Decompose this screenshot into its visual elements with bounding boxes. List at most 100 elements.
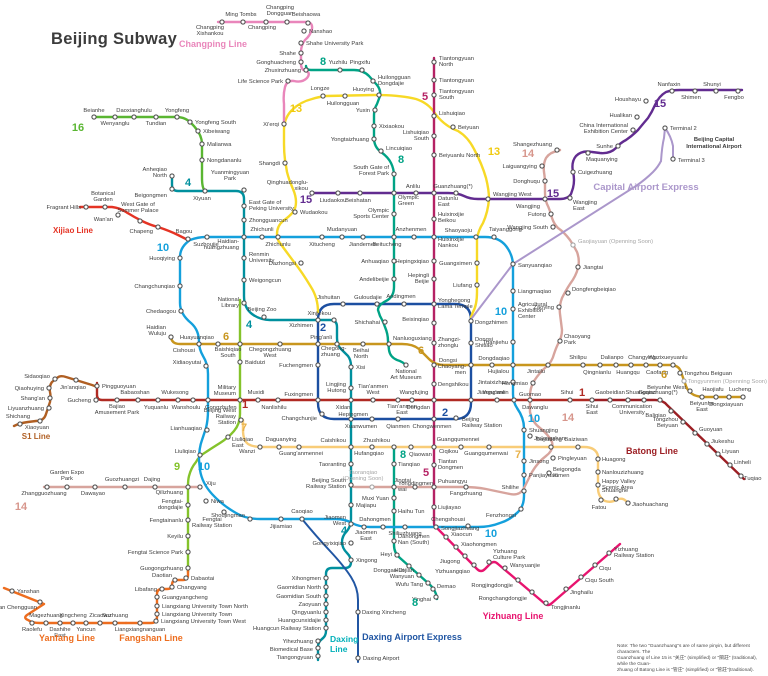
station-renmin-university [241, 255, 247, 261]
station-tian-anmen-west [370, 397, 376, 403]
line-label-8: 8 [398, 154, 404, 166]
station-yonghegong-lama-temple [431, 301, 437, 307]
station-label-jiulongshan: Jiulongshan [534, 436, 565, 442]
station-fangzhuang [463, 484, 469, 490]
station-label-shunyi: Shunyi [703, 82, 721, 88]
line-label-5: 5 [423, 467, 429, 479]
station-label-sidaoqiao: Sidaoqiao [24, 374, 50, 380]
station-tuanjiehu [510, 339, 516, 345]
station-label-taiyanggong: Taiyanggong [489, 227, 522, 233]
station-label-houshayu: Houshayu [615, 97, 641, 103]
station-hepingmen [369, 416, 375, 422]
station-label-liangxiang-university-town-west: Liangxiang University Town West [161, 619, 246, 625]
station-label-tiantongyuan: Tiantongyuan [439, 78, 474, 84]
station-beiyunhe-east [699, 394, 705, 400]
station-label-hepingmen: Hepingmen [338, 412, 368, 418]
station-label-babaoshan: Babaoshan [120, 390, 149, 396]
station-baiziwan [575, 444, 581, 450]
station-label-shichahai: Shichahai [355, 320, 380, 326]
station-label-caoqiao: Caoqiao [291, 509, 313, 515]
station-lishuiqiao-south [431, 133, 437, 139]
station-sihui-east [589, 397, 595, 403]
station-label-lishuiqiao: Lishuiqiao [439, 111, 465, 117]
station-label-liangxiangnanguan: Liangxiangnanguan [115, 627, 166, 633]
station-label-jin-anqiao: Jin'anqiao [60, 385, 86, 391]
station-label-shuangjing: Shuangjing [529, 428, 558, 434]
station-yongfeng [174, 114, 180, 120]
station-anhuaqiao [391, 258, 397, 264]
station-label-pingguoyuan: Pingguoyuan [102, 384, 136, 390]
station-jiukeshu [704, 441, 710, 447]
station-label-raolefu: Raolefu [22, 627, 42, 633]
station-dongsi-shitiao [468, 340, 474, 346]
station-label-guanzhuang: Guanzhuang(*) [433, 184, 472, 190]
station-label-laiguangying: Laiguangying [503, 164, 538, 170]
station-label-terminal-3: Terminal 3 [678, 158, 705, 164]
station-bajiao-amusement-park [114, 397, 120, 403]
station-label-wan-an: Wan'an [94, 217, 113, 223]
station-yongfeng-south [187, 119, 193, 125]
station-label-yongdingmen-wai: Yongdingmen-wai [397, 481, 435, 493]
station-jiaomen-west [348, 521, 354, 527]
station-label-qinghuadonglu-xikou: Qinghuadonglu-xikou [267, 180, 308, 192]
station-pingguoyuan [94, 383, 100, 389]
station-label-hepingxiqiao: Hepingxiqiao [395, 259, 429, 265]
station-linheli [727, 462, 733, 468]
station-label-muxidi: Muxidi [248, 390, 265, 396]
station-label-yancun: Yancun [76, 627, 95, 633]
station-lingjing-hutong [348, 385, 354, 391]
station-label-huangcun-railway-station: Huangcun Railway Station [253, 626, 321, 632]
line-capital-airport-express-seg2 [660, 127, 666, 162]
station-label-gaojiayuan-openning-soon: Gaojiayuan (Openning Soon) [578, 239, 653, 245]
station-label-beianhe: Beianhe [83, 108, 104, 114]
station-fuxingmen [315, 397, 321, 403]
station-jiandemen [360, 234, 366, 240]
line-label-13: 13 [290, 103, 302, 115]
station-beixinqiao [431, 320, 437, 326]
station-shunyi [713, 88, 719, 94]
station-changping-xishankou [219, 19, 225, 25]
line-label-10: 10 [495, 306, 507, 318]
station-label-guangqumenwai: Guangqumenwai [464, 451, 508, 457]
station-huilongguan-dongdajie [370, 78, 376, 84]
station-label-fuchengmen: Fuchengmen [279, 363, 313, 369]
station-nanlouzizhuang [595, 469, 601, 475]
station-cuigezhuang [570, 169, 576, 175]
station-xi-erqi [281, 121, 287, 127]
station-label-daxing-airport: Daxing Airport [363, 656, 400, 662]
station-label-xidiaoyutai: Xidiaoyutai [173, 360, 201, 366]
station-taiyanggong [491, 234, 497, 240]
station-tianqiao [391, 461, 397, 467]
station-label-niwa: Niwa [211, 499, 225, 505]
station-houshayu [643, 98, 649, 104]
station-label-chengshousi: Chengshousi [431, 517, 465, 523]
station-label-dongzhimen: Dongzhimen [475, 320, 508, 326]
station-jiugong [462, 553, 468, 559]
station-xixiaokou [371, 123, 377, 129]
station-label-puhuangyu: Puhuangyu [438, 479, 467, 485]
station-lucheng [740, 394, 746, 400]
station-haidian-wuluju [168, 334, 174, 340]
station-label-panjiayuan: Panjiayuan [529, 473, 558, 479]
station-muxi-yuan [391, 495, 397, 501]
station-guangximen [474, 260, 480, 266]
station-label-demao: Demao [437, 584, 456, 590]
station-heyi [394, 552, 400, 558]
station-yizhuang-culture-park [486, 559, 492, 565]
station-wenyanglu [112, 114, 118, 120]
station-shangezhuang [554, 147, 560, 153]
station-label-liangxiang-university-town: Liangxiang University Town [162, 612, 232, 618]
station-label-lianhuaqiao: Lianhuaqiao [170, 426, 202, 432]
line-5 [432, 56, 438, 529]
station-shangdi [282, 160, 288, 166]
station-label-dengshikou: Dengshikou [438, 382, 469, 388]
station-label-huoqiying: Huoqiying [149, 256, 175, 262]
station-label-zaoying: Zaoying [533, 305, 554, 311]
station-label-shimen: Shimen [681, 95, 701, 101]
station-label-beiyuanlu-north: Beiyuanlu North [439, 153, 480, 159]
line-daxing-airport-express [301, 518, 359, 663]
